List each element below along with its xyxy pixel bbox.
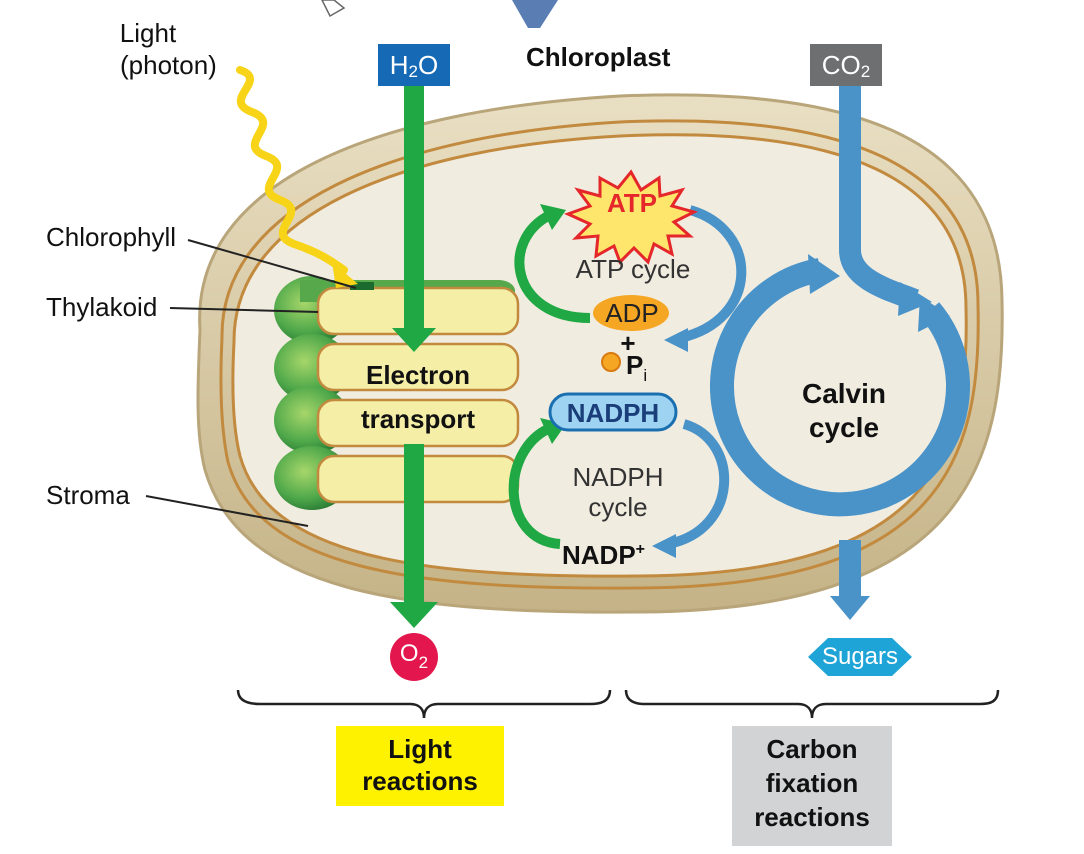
nadph-label: NADPH [566,398,660,428]
water-to-oxygen-arrow [390,86,438,628]
o2-circle [390,633,438,681]
sugars-label: Sugars [821,643,899,670]
atp-cycle-blue-arrow [678,205,747,343]
photon-label: (photon) [120,50,217,80]
carbon-fixation-box [732,726,892,846]
co2-to-sugars-arrow [830,86,932,620]
light-reactions-box [336,726,504,806]
calvin-cycle-ring [710,254,970,517]
pi-dot [601,352,621,372]
thylakoid-stack [274,276,520,510]
light-reactions-label-2: reactions [362,766,478,796]
carbon-fixation-brace [624,689,1000,719]
adp-label: ADP [605,298,659,328]
nadp-text: NADP [562,540,636,570]
calvin-label-2: cycle [808,412,880,443]
o2-subscript: 2 [418,653,429,672]
co2-label: CO [821,49,861,80]
light-reactions-brace [236,689,612,719]
top-arrow-fragment [512,0,558,28]
stroma-label: Stroma [46,480,130,510]
carbon-label-3: reactions [754,802,870,832]
pi-label: Pi [626,350,647,385]
nadph-cycle-label-1: NADPH [572,462,664,492]
diagram-title: Chloroplast [526,42,671,72]
carbon-label-2: fixation [765,768,859,798]
nadph-pill [548,392,678,432]
pi-subscript: i [643,366,648,385]
nadph-cycle-blue-arrow [666,419,730,549]
o2-label: O2 [392,640,436,672]
plus-sign: + [620,328,636,358]
light-reactions-label-1: Light [388,734,452,764]
pi-letter: P [626,350,644,380]
calvin-label-1: Calvin [801,378,887,409]
chlorophyll-leader [187,239,357,289]
light-label: Light [119,18,177,48]
adp-oval [593,295,669,331]
chlorophyll-label: Chlorophyll [46,222,177,252]
thylakoid-leader [169,307,319,313]
water-tail: O [418,49,439,80]
sugars-hexagon [808,638,912,676]
atp-cycle-green-arrow [514,210,591,323]
carbon-label-1: Carbon [766,734,858,764]
atp-starburst [564,169,699,265]
nadph-cycle-green-arrow [508,423,561,549]
nadph-cycle-label-2: cycle [588,492,648,522]
photon-wave [236,66,348,274]
atp-label: ATP [606,188,658,218]
thylakoid-label: Thylakoid [46,292,158,322]
top-pencil-fragment [321,0,346,18]
atp-cycle-label: ATP cycle [575,254,691,284]
nadp-label: NADP+ [562,540,645,571]
water-label: H [389,49,409,80]
nadp-superscript: + [635,541,646,558]
o2-letter: O [399,640,419,667]
electron-label: Electron [365,360,471,390]
co2-subscript: 2 [860,62,871,81]
water-subscript: 2 [408,62,418,81]
stroma-leader [145,495,309,527]
transport-label: transport [360,404,476,434]
